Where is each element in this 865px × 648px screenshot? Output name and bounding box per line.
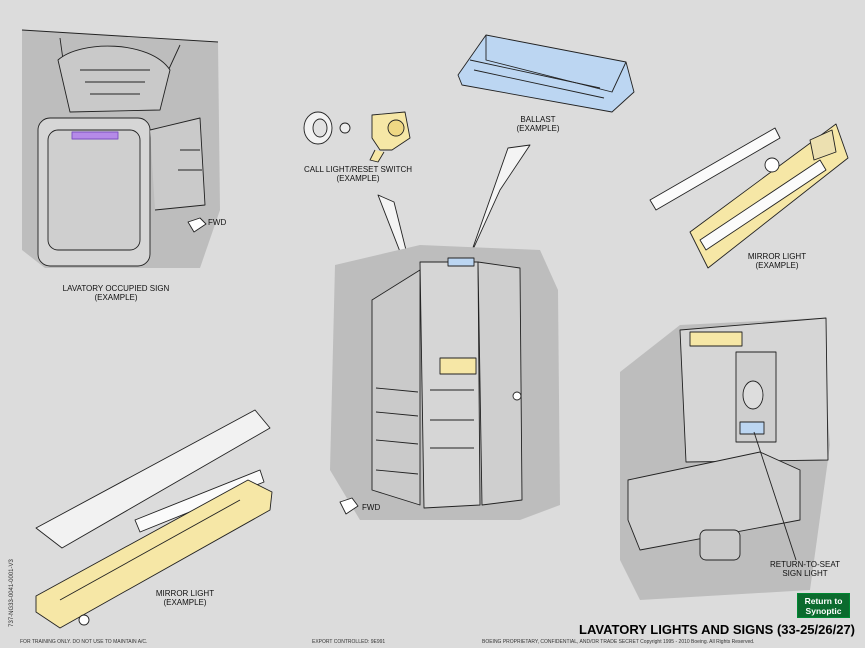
side-code: 737-NG33-0041-0001-V3 [8,559,15,627]
page-title: LAVATORY LIGHTS AND SIGNS (33-25/26/27) [579,622,855,637]
footer-left: FOR TRAINING ONLY. DO NOT USE TO MAINTAI… [20,639,148,645]
return-button-line2: Synoptic [805,606,842,616]
return-to-seat-label-line1: RETURN-TO-SEAT [770,560,840,569]
ballast [457,34,635,257]
lavatory-sign-view [21,29,220,268]
lavatory-sign-label-line2: (EXAMPLE) [94,293,138,302]
ballast-label-line1: BALLAST [520,115,556,124]
mirror-light-top-label-line2: (EXAMPLE) [755,261,799,270]
footer-right: BOEING PROPRIETARY, CONFIDENTIAL, AND/OR… [482,639,755,645]
call-light-label-line1: CALL LIGHT/RESET SWITCH [303,165,413,174]
lavatory-sign-label-line1: LAVATORY OCCUPIED SIGN [62,284,170,293]
return-to-seat-label-line2: SIGN LIGHT [782,569,828,578]
ballast-label: BALLAST (EXAMPLE) [498,115,578,133]
footer-middle: EXPORT CONTROLLED: 9E991 [312,639,386,645]
fwd-label-center: FWD [362,503,381,512]
mirror-light-top [649,123,849,269]
call-light-switch [303,111,419,299]
call-light-label: CALL LIGHT/RESET SWITCH (EXAMPLE) [292,165,424,183]
ballast-label-line2: (EXAMPLE) [516,124,560,133]
return-to-synoptic-button[interactable]: Return to Synoptic [797,593,850,618]
lavatory-interior [330,245,560,520]
mirror-light-bottom-label: MIRROR LIGHT (EXAMPLE) [140,589,230,607]
mirror-light-top-label-line1: MIRROR LIGHT [747,252,807,261]
fwd-label-top: FWD [208,218,227,227]
return-button-line1: Return to [804,596,843,606]
call-light-label-line2: (EXAMPLE) [336,174,380,183]
mirror-light-bottom-label-line2: (EXAMPLE) [163,598,207,607]
mirror-light-bottom-label-line1: MIRROR LIGHT [155,589,215,598]
mirror-light-bottom [35,409,273,629]
return-to-seat-label: RETURN-TO-SEAT SIGN LIGHT [765,560,845,578]
return-to-seat-view [620,317,830,600]
mirror-light-top-label: MIRROR LIGHT (EXAMPLE) [732,252,822,270]
lavatory-sign-label: LAVATORY OCCUPIED SIGN (EXAMPLE) [50,284,182,302]
